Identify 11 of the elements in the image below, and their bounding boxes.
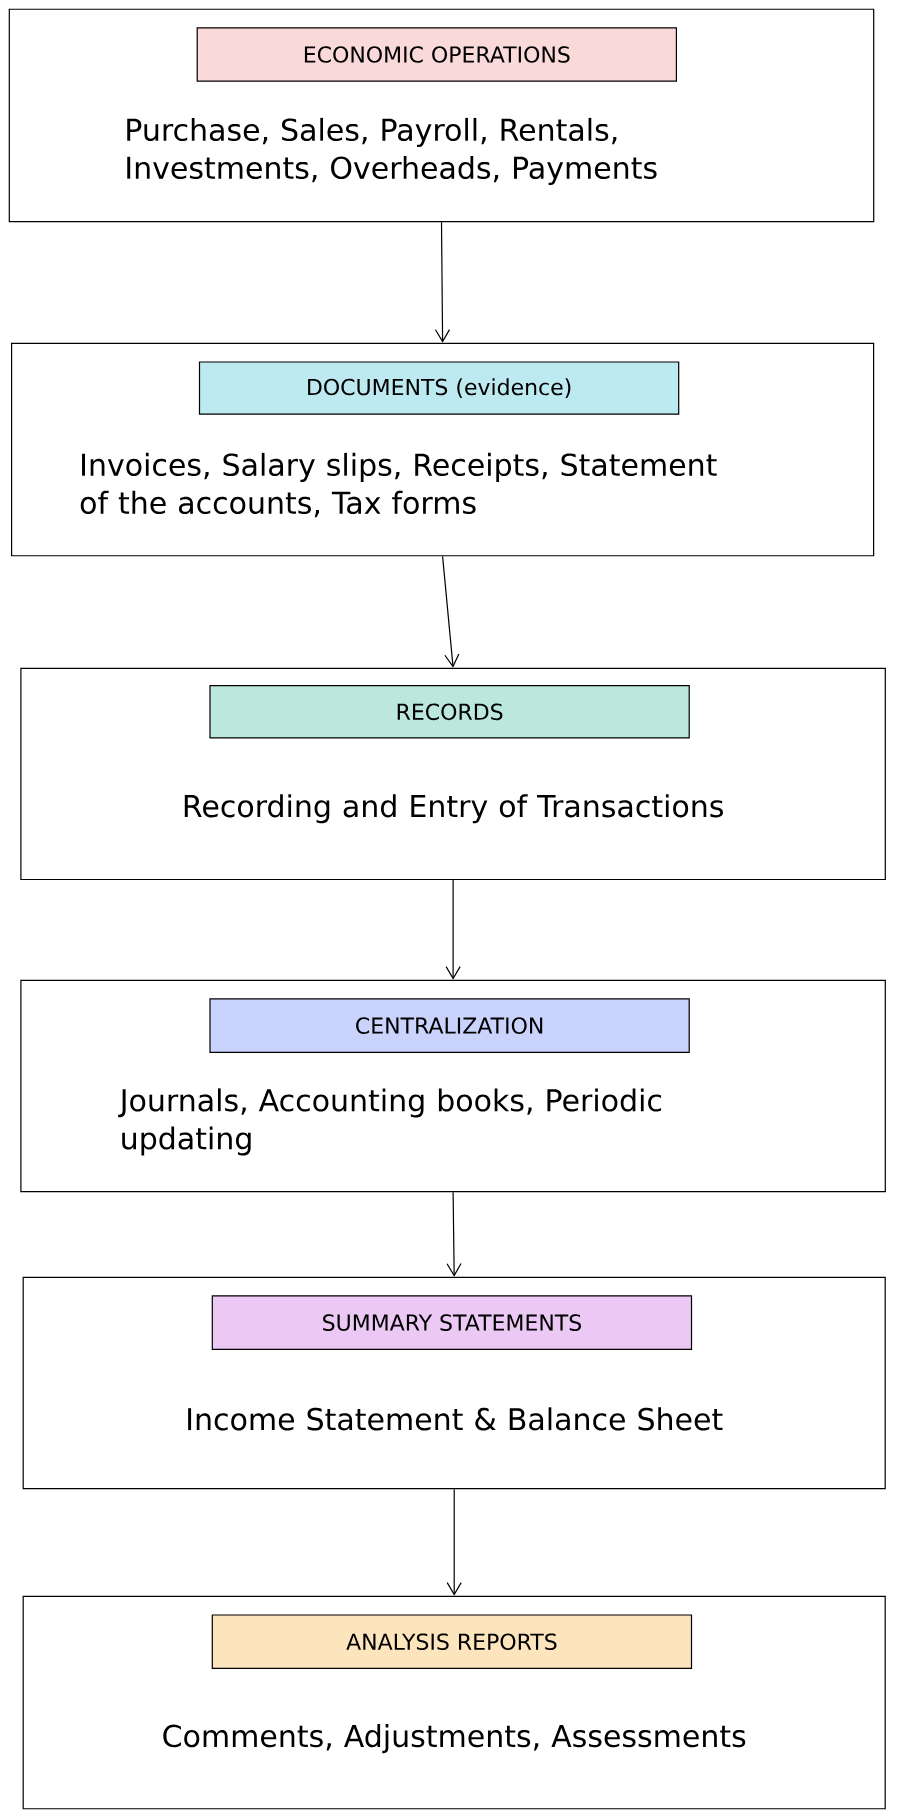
heading-box: RECORDS — [209, 685, 690, 739]
heading-box: DOCUMENTS (evidence) — [198, 361, 680, 415]
heading-box: CENTRALIZATION — [209, 998, 690, 1053]
arrow — [434, 221, 451, 343]
heading-box: ANALYSIS REPORTS — [211, 1614, 693, 1669]
arrow — [442, 555, 460, 668]
arrow — [445, 879, 461, 980]
heading-box: ECONOMIC OPERATIONS — [196, 27, 677, 82]
heading-box: SUMMARY STATEMENTS — [211, 1295, 693, 1350]
arrow — [446, 1488, 462, 1596]
arrow — [446, 1191, 462, 1277]
